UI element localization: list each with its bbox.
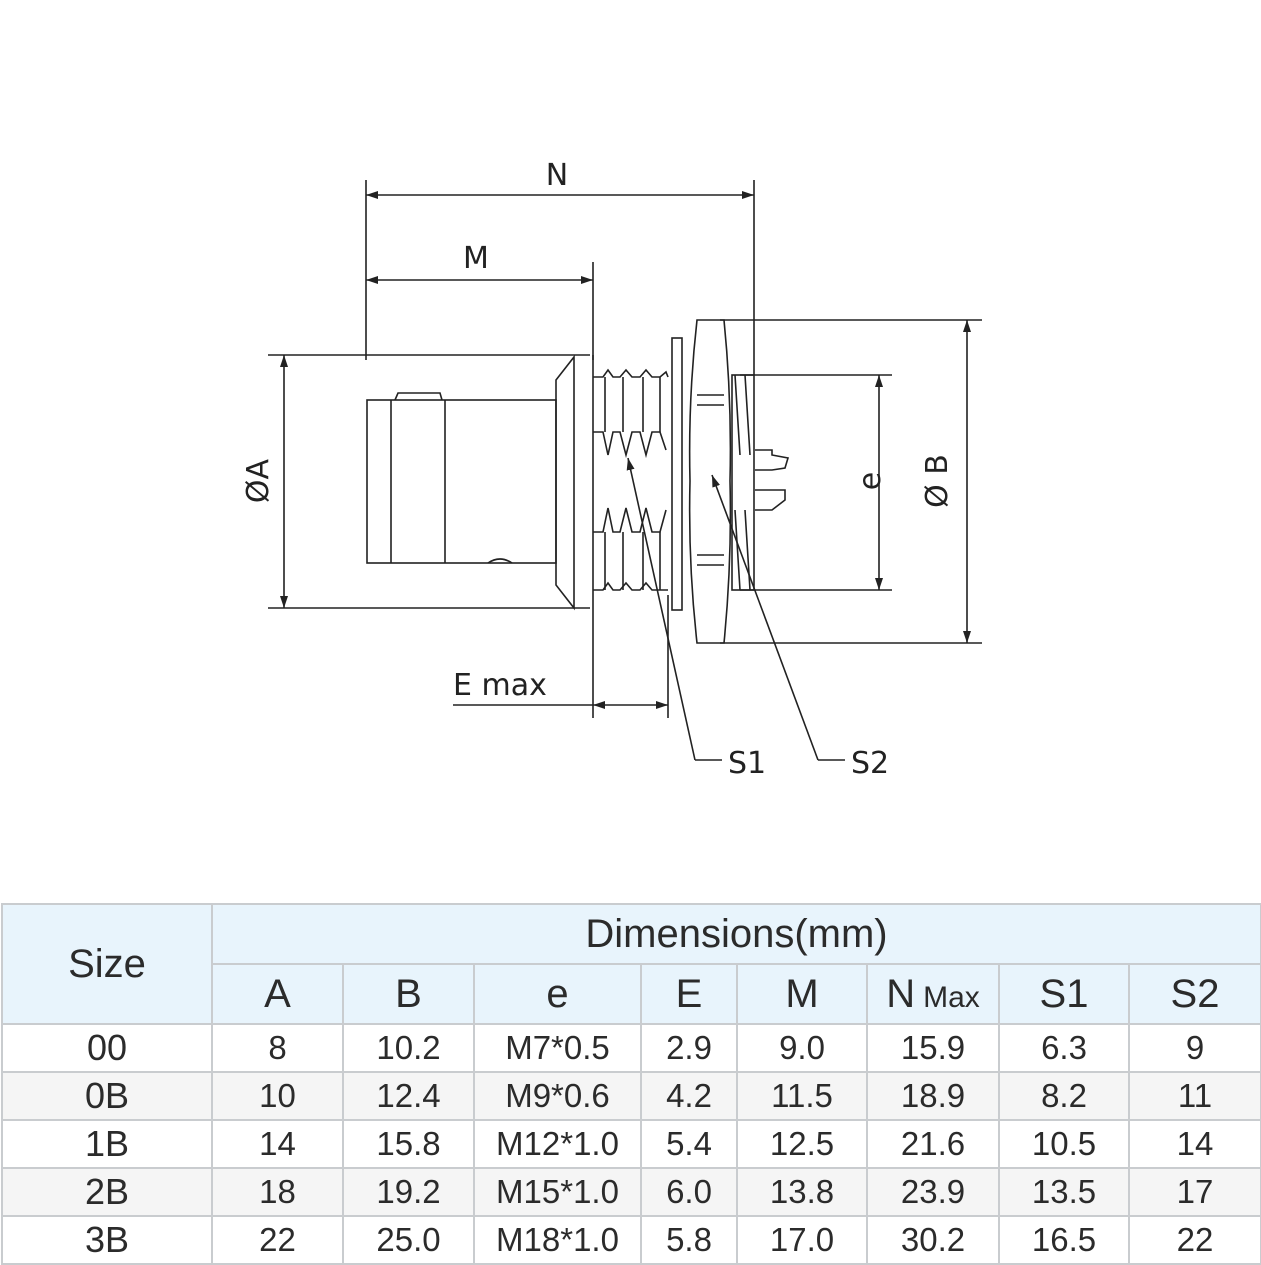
label-b: Ø B bbox=[920, 454, 955, 508]
value-cell: 6.0 bbox=[640, 1167, 738, 1217]
column-label: S1 bbox=[1039, 971, 1089, 1016]
value-cell: 11.5 bbox=[736, 1071, 868, 1121]
value-cell: M12*1.0 bbox=[473, 1119, 642, 1169]
column-label: S2 bbox=[1170, 971, 1220, 1016]
size-cell: 3B bbox=[1, 1215, 213, 1265]
column-label: A bbox=[264, 971, 291, 1016]
value-cell: M7*0.5 bbox=[473, 1023, 642, 1073]
value-cell: 30.2 bbox=[866, 1215, 1000, 1265]
value-cell: 17 bbox=[1128, 1167, 1261, 1217]
value-cell: 13.5 bbox=[998, 1167, 1130, 1217]
dimensions-header: Dimensions(mm) bbox=[211, 903, 1261, 965]
value-cell: 21.6 bbox=[866, 1119, 1000, 1169]
value-cell: M9*0.6 bbox=[473, 1071, 642, 1121]
column-header-s2: S2 bbox=[1128, 963, 1261, 1025]
column-label: M bbox=[785, 971, 819, 1016]
value-cell: 2.9 bbox=[640, 1023, 738, 1073]
value-cell: 9.0 bbox=[736, 1023, 868, 1073]
value-cell: 10.2 bbox=[342, 1023, 475, 1073]
nut bbox=[688, 319, 732, 644]
column-label: B bbox=[395, 971, 422, 1016]
value-cell: 14 bbox=[1128, 1119, 1261, 1169]
column-header-e: e bbox=[473, 963, 642, 1025]
size-cell: 2B bbox=[1, 1167, 213, 1217]
value-cell: 19.2 bbox=[342, 1167, 475, 1217]
dimension-e bbox=[740, 374, 892, 591]
value-cell: 12.4 bbox=[342, 1071, 475, 1121]
size-cell: 00 bbox=[1, 1023, 213, 1073]
value-cell: 18 bbox=[211, 1167, 344, 1217]
value-cell: 18.9 bbox=[866, 1071, 1000, 1121]
column-header-e: E bbox=[640, 963, 738, 1025]
value-cell: 25.0 bbox=[342, 1215, 475, 1265]
value-cell: M18*1.0 bbox=[473, 1215, 642, 1265]
value-cell: 5.8 bbox=[640, 1215, 738, 1265]
value-cell: 5.4 bbox=[640, 1119, 738, 1169]
label-a: ØA bbox=[241, 458, 276, 503]
dimension-b bbox=[720, 319, 982, 644]
contact-pins bbox=[755, 449, 790, 511]
value-cell: M15*1.0 bbox=[473, 1167, 642, 1217]
column-suffix: Max bbox=[923, 980, 980, 1014]
column-header-s1: S1 bbox=[998, 963, 1130, 1025]
column-label: e bbox=[546, 971, 569, 1016]
value-cell: 12.5 bbox=[736, 1119, 868, 1169]
column-label: N bbox=[886, 971, 916, 1016]
size-header: Size bbox=[1, 903, 213, 1025]
connector-dimension-drawing: N M ØA e Ø B E max S1 S2 bbox=[241, 158, 982, 781]
thread bbox=[593, 368, 669, 591]
dimension-e-max bbox=[453, 595, 669, 718]
value-cell: 9 bbox=[1128, 1023, 1261, 1073]
value-cell: 14 bbox=[211, 1119, 344, 1169]
label-s2: S2 bbox=[851, 746, 889, 781]
value-cell: 6.3 bbox=[998, 1023, 1130, 1073]
label-e: e bbox=[853, 472, 888, 490]
s1-leader bbox=[626, 457, 696, 761]
value-cell: 22 bbox=[211, 1215, 344, 1265]
value-cell: 23.9 bbox=[866, 1167, 1000, 1217]
size-cell: 1B bbox=[1, 1119, 213, 1169]
dimension-n bbox=[365, 180, 755, 375]
column-label: E bbox=[675, 971, 703, 1016]
value-cell: 13.8 bbox=[736, 1167, 868, 1217]
value-cell: 8.2 bbox=[998, 1071, 1130, 1121]
size-cell: 0B bbox=[1, 1071, 213, 1121]
value-cell: 10 bbox=[211, 1071, 344, 1121]
value-cell: 10.5 bbox=[998, 1119, 1130, 1169]
value-cell: 15.9 bbox=[866, 1023, 1000, 1073]
value-cell: 22 bbox=[1128, 1215, 1261, 1265]
s2-leader bbox=[711, 474, 819, 761]
label-n: N bbox=[546, 158, 568, 193]
label-s1: S1 bbox=[728, 746, 766, 781]
label-m: M bbox=[463, 241, 489, 276]
dimension-a bbox=[268, 354, 590, 609]
connector-body bbox=[366, 354, 594, 620]
value-cell: 17.0 bbox=[736, 1215, 868, 1265]
dimension-m bbox=[366, 262, 594, 360]
label-e-max: E max bbox=[453, 668, 547, 703]
column-header-b: B bbox=[342, 963, 475, 1025]
value-cell: 11 bbox=[1128, 1071, 1261, 1121]
value-cell: 4.2 bbox=[640, 1071, 738, 1121]
value-cell: 15.8 bbox=[342, 1119, 475, 1169]
value-cell: 8 bbox=[211, 1023, 344, 1073]
value-cell: 16.5 bbox=[998, 1215, 1130, 1265]
column-header-m: M bbox=[736, 963, 868, 1025]
washer bbox=[671, 337, 683, 611]
column-header-a: A bbox=[211, 963, 344, 1025]
